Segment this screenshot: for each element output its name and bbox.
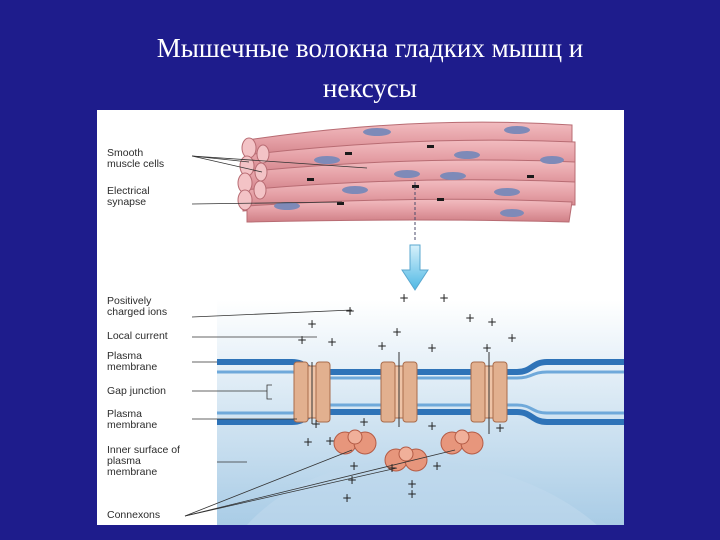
svg-text:+: + [307,317,317,331]
gap-junction-illustration: + + + + + + + + + + + + + + + + + + + + + + + + + + [184,121,624,525]
svg-text:+: + [399,291,409,305]
label-positively-charged-ions: Positively charged ions [107,295,168,318]
svg-text:+: + [359,415,369,429]
zoom-arrow [401,182,429,291]
title-line-2: нексусы [322,73,418,103]
gap-junction-channels [293,352,508,434]
svg-text:+: + [325,434,335,448]
label-leader-lines [184,155,456,517]
svg-text:+: + [303,435,313,449]
svg-text:+: + [327,335,337,349]
svg-text:+: + [427,419,437,433]
svg-text:+: + [342,491,352,505]
svg-text:+: + [439,291,449,305]
svg-text:+: + [465,311,475,325]
svg-text:+: + [407,477,417,491]
label-plasma-membrane-top: Plasma membrane [107,350,158,373]
smooth-muscle-bundle [237,121,576,223]
svg-text:+: + [345,304,355,318]
svg-text:+: + [495,421,505,435]
svg-text:+: + [377,339,387,353]
diagram-panel: + + + + + + + + + + + + + + + + + + + + + + + + + + [97,110,624,525]
svg-text:+: + [482,341,492,355]
svg-text:+: + [507,331,517,345]
label-local-current: Local current [107,330,168,342]
svg-text:+: + [311,417,321,431]
inner-surface-shading [247,459,597,525]
svg-text:+: + [487,315,497,329]
slide-title: Мышечные волокна гладких мышц и нексусы [0,28,720,108]
label-plasma-membrane-bottom: Plasma membrane [107,408,158,431]
svg-text:+: + [347,473,357,487]
label-gap-junction: Gap junction [107,385,166,397]
label-electrical-synapse: Electrical synapse [107,185,150,208]
label-smooth-muscle-cells: Smooth muscle cells [107,147,165,170]
svg-text:+: + [392,325,402,339]
label-connexons: Connexons [107,509,161,521]
label-inner-surface: Inner surface of plasma membrane [107,444,180,478]
svg-text:+: + [407,487,417,501]
svg-text:+: + [387,461,397,475]
connexons [333,429,484,472]
svg-text:+: + [349,459,359,473]
svg-text:+: + [297,333,307,347]
title-line-1: Мышечные волокна гладких мышц и [156,33,584,63]
svg-text:+: + [432,459,442,473]
positive-ion-markers: + + + + + + + + + + + + + + + + + + + + + + + + + + [297,291,517,505]
svg-text:+: + [427,341,437,355]
